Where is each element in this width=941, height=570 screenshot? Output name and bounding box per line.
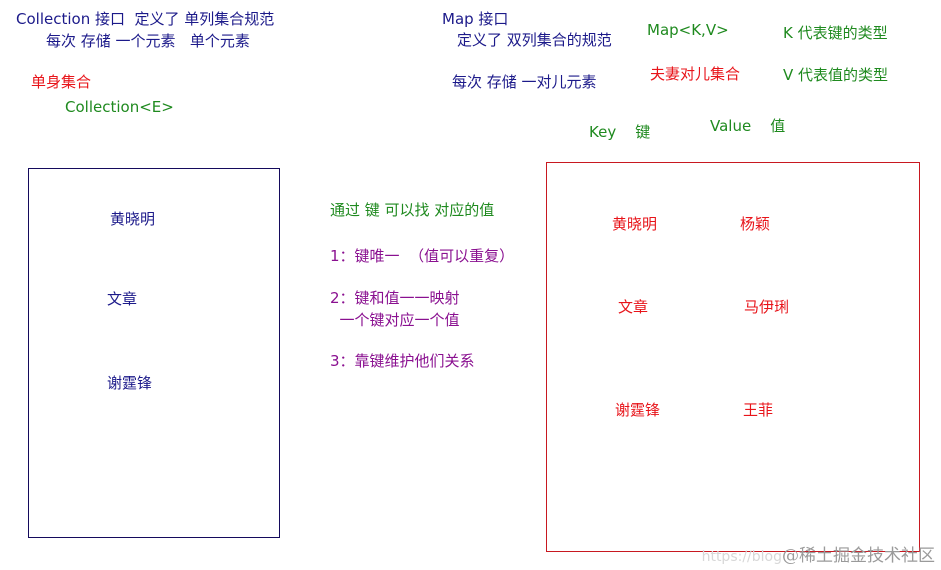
map-generic-type: Map<K,V> (647, 21, 729, 39)
map-description: 定义了 双列集合的规范 (457, 31, 612, 49)
v-type-description: V 代表值的类型 (783, 66, 889, 84)
lookup-note: 通过 键 可以找 对应的值 (330, 201, 495, 219)
rule-2-detail: 一个键对应一个值 (330, 311, 460, 329)
map-key: 文章 (618, 298, 649, 316)
couple-collection-label: 夫妻对儿集合 (650, 65, 741, 83)
watermark: https://blog@稀土掘金技术社区 (702, 541, 935, 566)
rule-3: 3：靠键维护他们关系 (330, 352, 475, 370)
single-collection-label: 单身集合 (31, 73, 92, 91)
value-label: Value 值 (710, 117, 786, 135)
collection-description: 每次 存储 一个元素 单个元素 (46, 32, 250, 50)
k-type-description: K 代表键的类型 (783, 24, 888, 42)
collection-item: 谢霆锋 (107, 374, 153, 392)
map-key: 黄晓明 (612, 215, 658, 233)
collection-box (28, 168, 280, 538)
map-storage-description: 每次 存储 一对儿元素 (452, 73, 597, 91)
collection-title: Collection 接口 定义了 单列集合规范 (16, 10, 275, 28)
map-value: 马伊琍 (744, 298, 790, 316)
watermark-url: https://blog (701, 549, 782, 565)
collection-generic-type: Collection<E> (65, 98, 174, 116)
rule-1: 1：键唯一 （值可以重复） (330, 247, 515, 265)
collection-item: 文章 (107, 290, 138, 308)
map-key: 谢霆锋 (615, 401, 661, 419)
rule-2: 2：键和值一一映射 (330, 289, 460, 307)
key-label: Key 键 (589, 123, 651, 141)
collection-item: 黄晓明 (110, 210, 156, 228)
map-value: 杨颖 (740, 215, 771, 233)
map-value: 王菲 (743, 401, 774, 419)
watermark-text: @稀土掘金技术社区 (782, 546, 935, 566)
map-title: Map 接口 (442, 10, 509, 28)
map-box (546, 162, 920, 552)
